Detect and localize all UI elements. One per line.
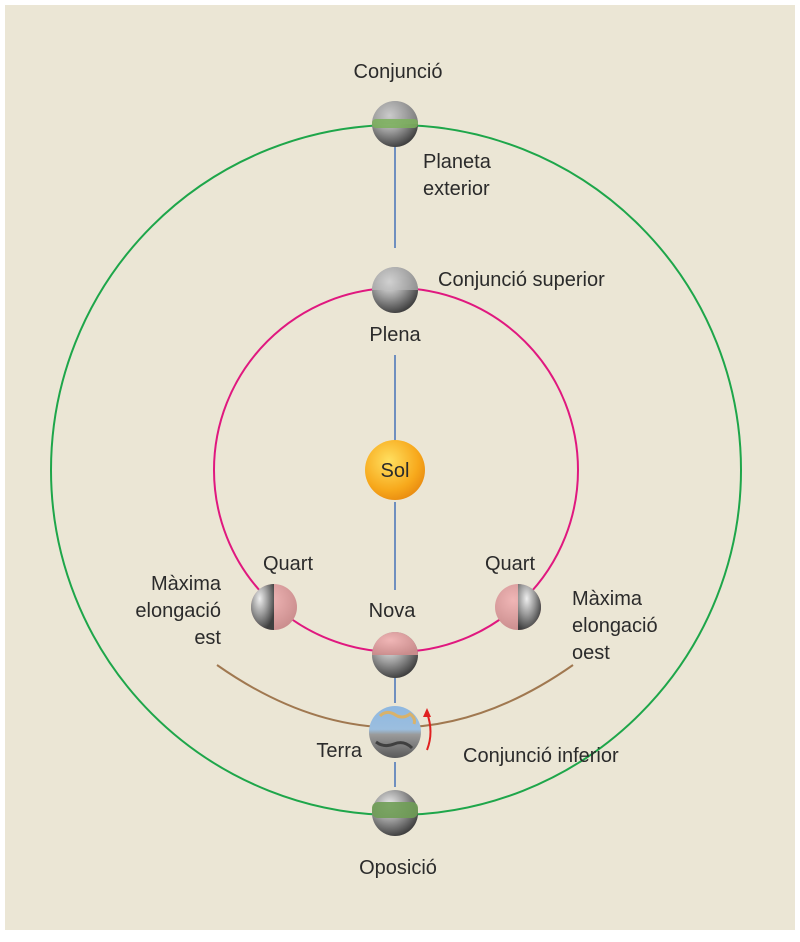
label-plena: Plena	[369, 324, 421, 346]
label-quart-left: Quart	[263, 553, 313, 575]
planet-quart-right-icon	[495, 584, 541, 630]
label-quart-right: Quart	[485, 553, 535, 575]
label-elongacio-est-line3: est	[194, 627, 221, 649]
label-conjuncio: Conjunció	[354, 61, 443, 83]
planet-oposicio-icon	[372, 790, 418, 836]
label-elongacio-est-line2: elongació	[135, 600, 221, 622]
sun-icon	[365, 440, 425, 500]
label-elongacio-oest-line3: oest	[572, 642, 610, 664]
earth-icon	[369, 706, 421, 758]
label-planeta-exterior-line2: exterior	[423, 178, 490, 200]
label-planeta-exterior-line1: Planeta	[423, 151, 492, 173]
label-elongacio-oest-line2: elongació	[572, 615, 658, 637]
label-conjuncio-inferior: Conjunció inferior	[463, 745, 619, 767]
planet-conjuncio-superior-icon	[372, 267, 418, 313]
rotation-arrow-icon	[423, 708, 432, 751]
label-nova: Nova	[369, 600, 417, 622]
label-elongacio-est-line1: Màxima	[151, 573, 222, 595]
label-sol: Sol	[381, 460, 410, 482]
label-oposicio: Oposició	[359, 857, 437, 879]
planet-quart-left-icon	[251, 584, 297, 630]
label-terra: Terra	[316, 740, 362, 762]
label-elongacio-oest-line1: Màxima	[572, 588, 643, 610]
planet-nova-icon	[372, 632, 418, 678]
planet-conjuncio-icon	[372, 101, 418, 147]
label-conjuncio-superior: Conjunció superior	[438, 269, 605, 291]
